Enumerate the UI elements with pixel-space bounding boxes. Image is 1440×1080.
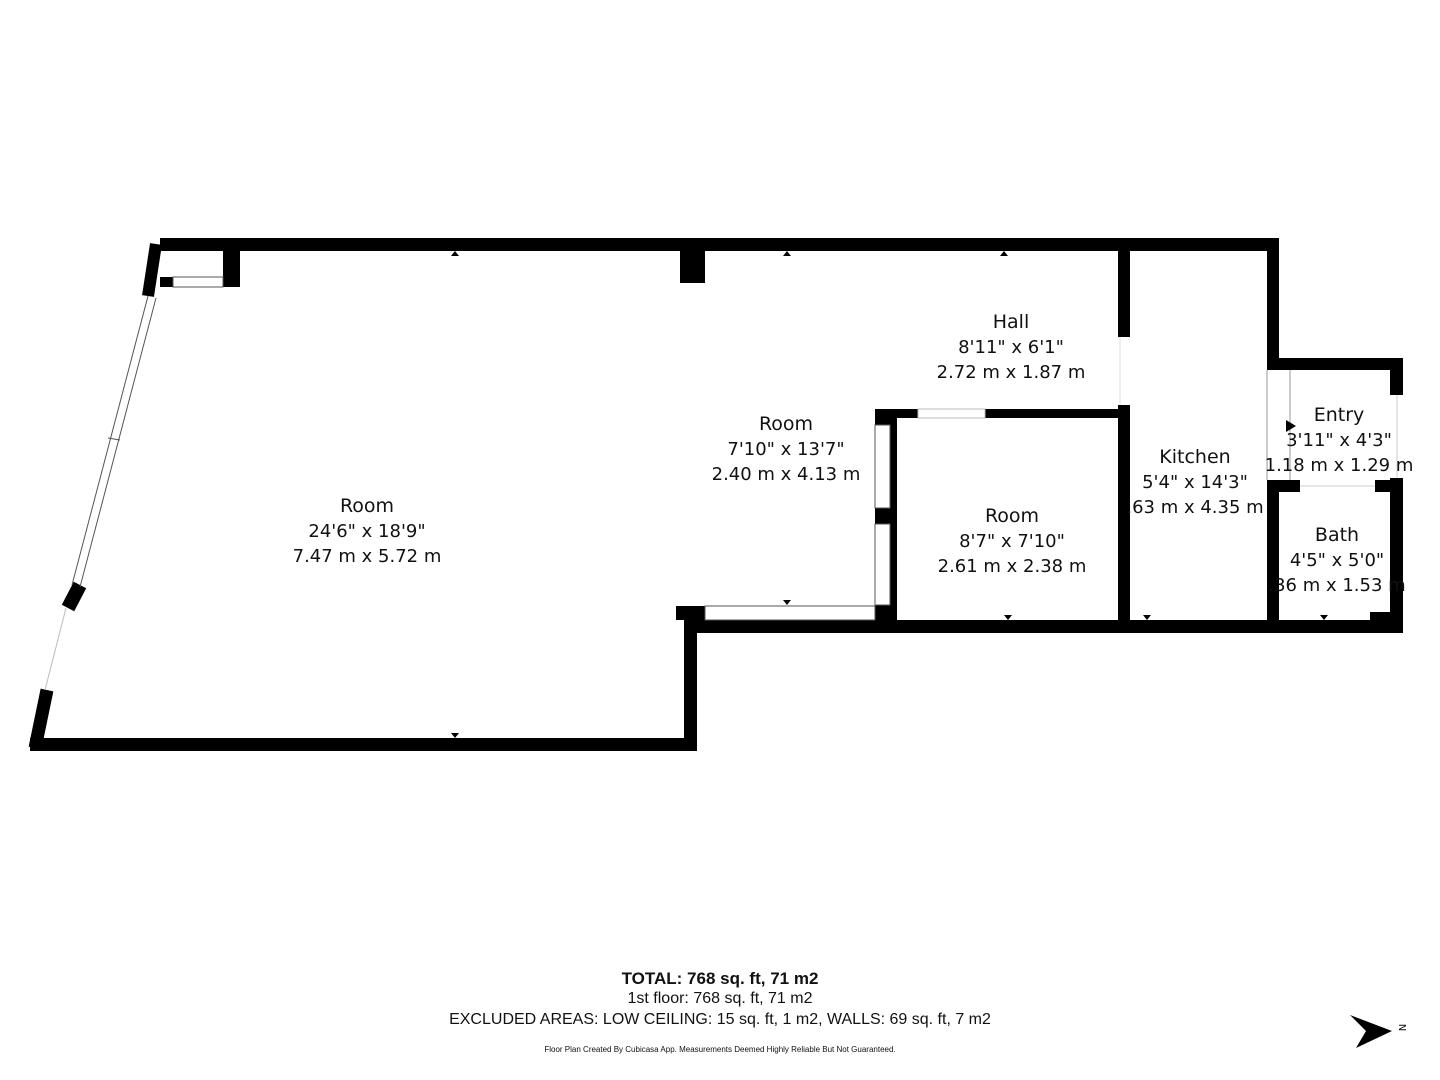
wall-kitchen-b bbox=[1118, 405, 1130, 633]
wall-room-top-a bbox=[875, 409, 918, 418]
window-room-left-a bbox=[874, 424, 891, 509]
hall-label: Hall 8'11" x 6'1" 2.72 m x 1.87 m bbox=[937, 310, 1086, 385]
wall-nub bbox=[223, 251, 240, 287]
room-name: Hall bbox=[992, 311, 1030, 333]
pillar bbox=[680, 251, 705, 283]
wall-kitchen-a bbox=[1118, 251, 1130, 337]
wall-room-left-inner bbox=[890, 418, 897, 633]
window-top-left bbox=[172, 276, 224, 288]
room-dimensions-imperial: 3'11" x 4'3" bbox=[1286, 430, 1392, 451]
wall-south bbox=[684, 620, 1403, 633]
wall-top bbox=[160, 238, 1279, 251]
wall-east-upper bbox=[1267, 238, 1279, 370]
wall-bath-right bbox=[1390, 478, 1403, 633]
room-dimensions-metric: .63 m x 4.35 m bbox=[1126, 497, 1264, 518]
marker bbox=[1320, 615, 1328, 620]
wall-bottom bbox=[30, 738, 697, 751]
window-mullion bbox=[107, 437, 121, 441]
wall-room-top-b bbox=[985, 409, 1130, 418]
marker bbox=[1004, 615, 1012, 620]
room-dimensions-imperial: 8'7" x 7'10" bbox=[959, 531, 1065, 552]
wall-entry-right bbox=[1390, 358, 1403, 395]
wall-left-mid bbox=[61, 581, 87, 612]
room-dimensions-metric: .36 m x 1.53 m bbox=[1268, 575, 1406, 596]
wall-corner bbox=[676, 606, 705, 620]
room-dimensions-metric: 7.47 m x 5.72 m bbox=[292, 546, 442, 567]
room-label: Room 24'6" x 18'9" 7.47 m x 5.72 m bbox=[293, 494, 442, 569]
room-name: Room bbox=[339, 495, 395, 517]
room-dimensions-imperial: 8'11" x 6'1" bbox=[958, 337, 1064, 358]
wall-room-left-a bbox=[875, 409, 890, 425]
room-dimensions-metric: 2.40 m x 4.13 m bbox=[711, 464, 861, 485]
wall-left-upper bbox=[142, 243, 162, 297]
room-name: Bath bbox=[1314, 524, 1360, 546]
bath-label: Bath 4'5" x 5'0" .36 m x 1.53 m bbox=[1268, 523, 1405, 598]
floor-area: 1st floor: 768 sq. ft, 71 m2 bbox=[627, 990, 813, 1007]
marker bbox=[1286, 420, 1296, 432]
marker bbox=[1000, 251, 1008, 256]
room-dimensions-metric: 2.61 m x 2.38 m bbox=[937, 556, 1087, 577]
credit-note: Floor Plan Created By Cubicasa App. Meas… bbox=[544, 1045, 896, 1054]
bath-fixture bbox=[1370, 612, 1395, 633]
room-dimensions-imperial: 24'6" x 18'9" bbox=[308, 521, 426, 542]
kitchen-label: Kitchen 5'4" x 14'3" .63 m x 4.35 m bbox=[1126, 445, 1263, 520]
marker bbox=[451, 251, 459, 256]
excluded-areas: EXCLUDED AREAS: LOW CEILING: 15 sq. ft, … bbox=[449, 1011, 991, 1028]
room-label: Room 7'10" x 13'7" 2.40 m x 4.13 m bbox=[712, 412, 861, 487]
marker bbox=[783, 251, 791, 256]
window-room-top bbox=[917, 408, 986, 419]
room-dimensions-imperial: 7'10" x 13'7" bbox=[727, 439, 845, 460]
wall-step bbox=[684, 620, 697, 751]
marker bbox=[1143, 615, 1151, 620]
wall-entry-top bbox=[1267, 358, 1403, 370]
north-label: N bbox=[1396, 1023, 1408, 1032]
room-dimensions-metric: 1.18 m x 1.29 m bbox=[1264, 455, 1414, 476]
room-name: Room bbox=[758, 413, 814, 435]
window-left bbox=[71, 295, 149, 586]
wall-room-left-b bbox=[875, 508, 890, 524]
wall-bath-left bbox=[1267, 480, 1279, 633]
door-left bbox=[44, 607, 67, 691]
marker bbox=[451, 733, 459, 738]
room-name: Kitchen bbox=[1159, 446, 1231, 468]
windows bbox=[44, 276, 1398, 691]
low-wall bbox=[704, 605, 876, 621]
window-room-left-b bbox=[874, 523, 891, 606]
wall-nub-left bbox=[160, 277, 173, 287]
dimension-markers bbox=[451, 251, 1328, 738]
walls bbox=[28, 238, 1403, 751]
total-area: TOTAL: 768 sq. ft, 71 m2 bbox=[621, 969, 819, 988]
room-dimensions-imperial: 5'4" x 14'3" bbox=[1142, 472, 1248, 493]
north-arrow-icon bbox=[1350, 1015, 1392, 1048]
room-name: Room bbox=[984, 505, 1040, 527]
room-dimensions-imperial: 4'5" x 5'0" bbox=[1289, 550, 1385, 571]
room-label: Room 8'7" x 7'10" 2.61 m x 2.38 m bbox=[938, 504, 1087, 579]
room-dimensions-metric: 2.72 m x 1.87 m bbox=[936, 362, 1086, 383]
entry-label: Entry 3'11" x 4'3" 1.18 m x 1.29 m bbox=[1265, 403, 1414, 478]
room-name: Entry bbox=[1313, 404, 1365, 426]
wall-entry-bath-b bbox=[1375, 480, 1403, 492]
window-left-inner bbox=[79, 297, 157, 588]
marker bbox=[783, 600, 791, 605]
